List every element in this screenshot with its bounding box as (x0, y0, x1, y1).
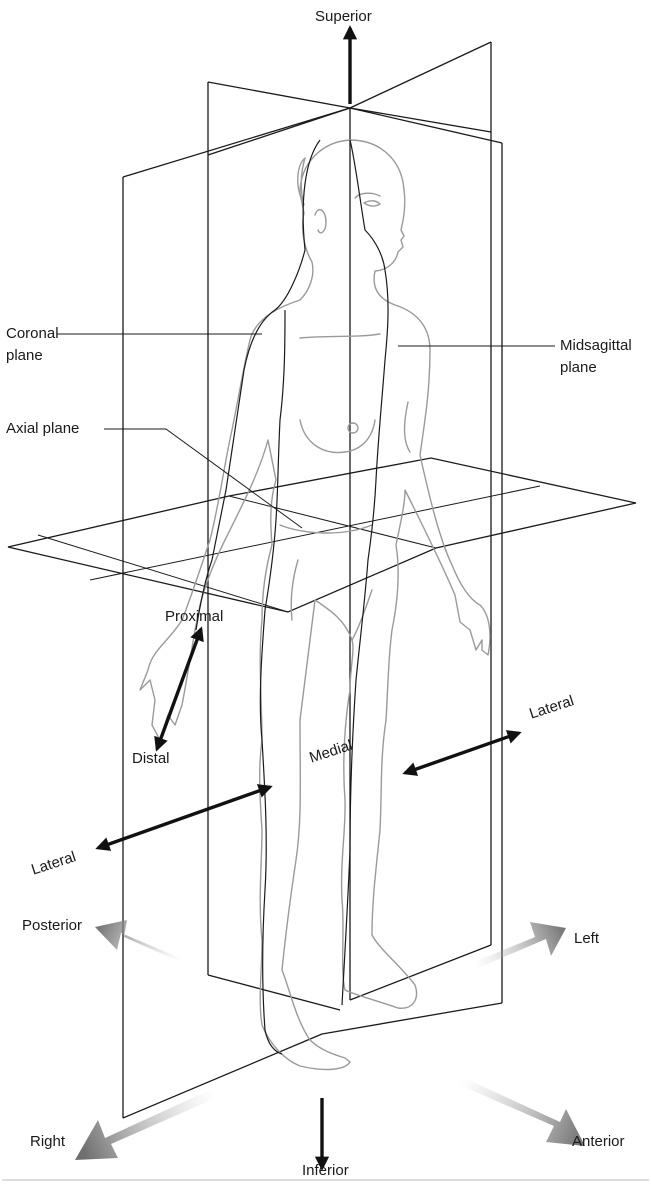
anterior-arrow (455, 1076, 585, 1146)
lateral-medial-arrow-right (98, 787, 270, 848)
midsagittal-plane-label-line2: plane (560, 359, 597, 377)
right-arrow (75, 1089, 218, 1160)
anterior-label: Anterior (572, 1133, 625, 1151)
left-arrow (474, 922, 566, 968)
human-figure (140, 140, 490, 1069)
proximal-distal-arrow (157, 629, 201, 749)
posterior-label: Posterior (22, 917, 82, 935)
proximal-label: Proximal (165, 608, 223, 626)
inferior-label: Inferior (302, 1162, 349, 1180)
coronal-plane-label-line2: plane (6, 347, 43, 365)
midsagittal-plane-label-line1: Midsagittal (560, 337, 632, 355)
axial-plane (8, 458, 636, 612)
coronal-plane-label-line1: Coronal (6, 325, 59, 343)
gray-arrows (75, 920, 585, 1160)
distal-label: Distal (132, 750, 170, 768)
posterior-arrow (95, 920, 183, 963)
superior-label: Superior (315, 8, 372, 26)
axial-plane-label: Axial plane (6, 420, 79, 438)
right-label: Right (30, 1133, 65, 1151)
left-label: Left (574, 930, 599, 948)
